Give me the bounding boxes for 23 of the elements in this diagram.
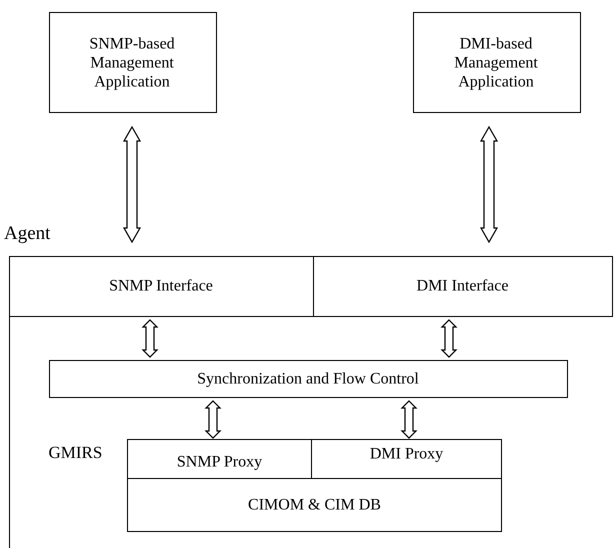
double-arrow <box>142 319 158 358</box>
box-label: SNMP Interface <box>108 276 214 296</box>
component-box <box>48 360 568 398</box>
component-box <box>413 12 581 113</box>
double-arrow <box>400 400 418 439</box>
double-arrow <box>122 126 142 244</box>
box-label: CIMOM & CIM DB <box>247 496 382 514</box>
component-box <box>127 478 502 532</box>
box-label: DMI Proxy <box>368 444 444 464</box>
box-label: DMI Interface <box>416 276 510 296</box>
box-label: SNMP-based Management Application <box>88 34 176 91</box>
box-label: DMI-based Management Application <box>453 34 539 91</box>
component-box <box>311 439 502 479</box>
component-box <box>49 12 217 113</box>
double-arrow <box>480 126 498 244</box>
double-arrow <box>440 319 458 358</box>
double-arrow <box>204 400 222 439</box>
group-heading: GMIRS <box>48 442 102 462</box>
group-heading: Agent <box>4 223 50 245</box>
box-label: Synchronization and Flow Control <box>196 369 420 388</box>
box-label: SNMP Proxy <box>176 452 264 472</box>
component-box <box>127 439 312 479</box>
component-box <box>312 256 612 316</box>
